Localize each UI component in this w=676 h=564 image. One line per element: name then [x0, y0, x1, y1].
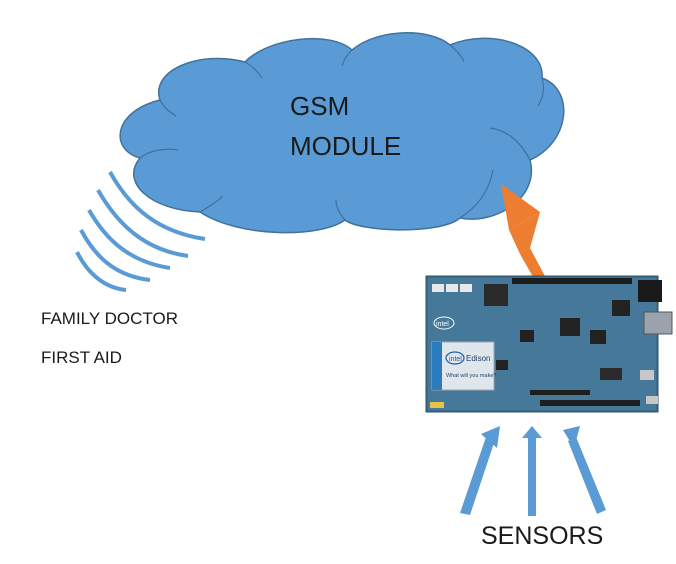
sensor-arrow-left: [460, 426, 500, 515]
cloud-label-line1: GSM: [290, 91, 350, 121]
cloud-label: GSM MODULE: [290, 86, 401, 166]
wireless-signal-icon: [75, 171, 206, 292]
first-aid-label: FIRST AID: [41, 348, 122, 367]
sensor-arrow-right: [563, 426, 606, 514]
cloud-label-line2: MODULE: [290, 131, 402, 161]
sensors-label: SENSORS: [481, 522, 604, 550]
family-doctor-label: FAMILY DOCTOR: [41, 309, 178, 328]
intel-edison-board-image: intel Edison What will you make? intel: [425, 275, 673, 413]
board-intel-logo: intel: [436, 321, 449, 328]
board-chip-logo: intel: [449, 356, 462, 363]
upload-arrow: [501, 184, 546, 284]
board-tagline: What will you make?: [446, 373, 496, 379]
board-chip-name: Edison: [466, 354, 490, 363]
sensor-arrows: [460, 426, 606, 516]
sensor-arrow-middle: [522, 426, 542, 516]
gsm-module-cloud: [119, 32, 565, 234]
